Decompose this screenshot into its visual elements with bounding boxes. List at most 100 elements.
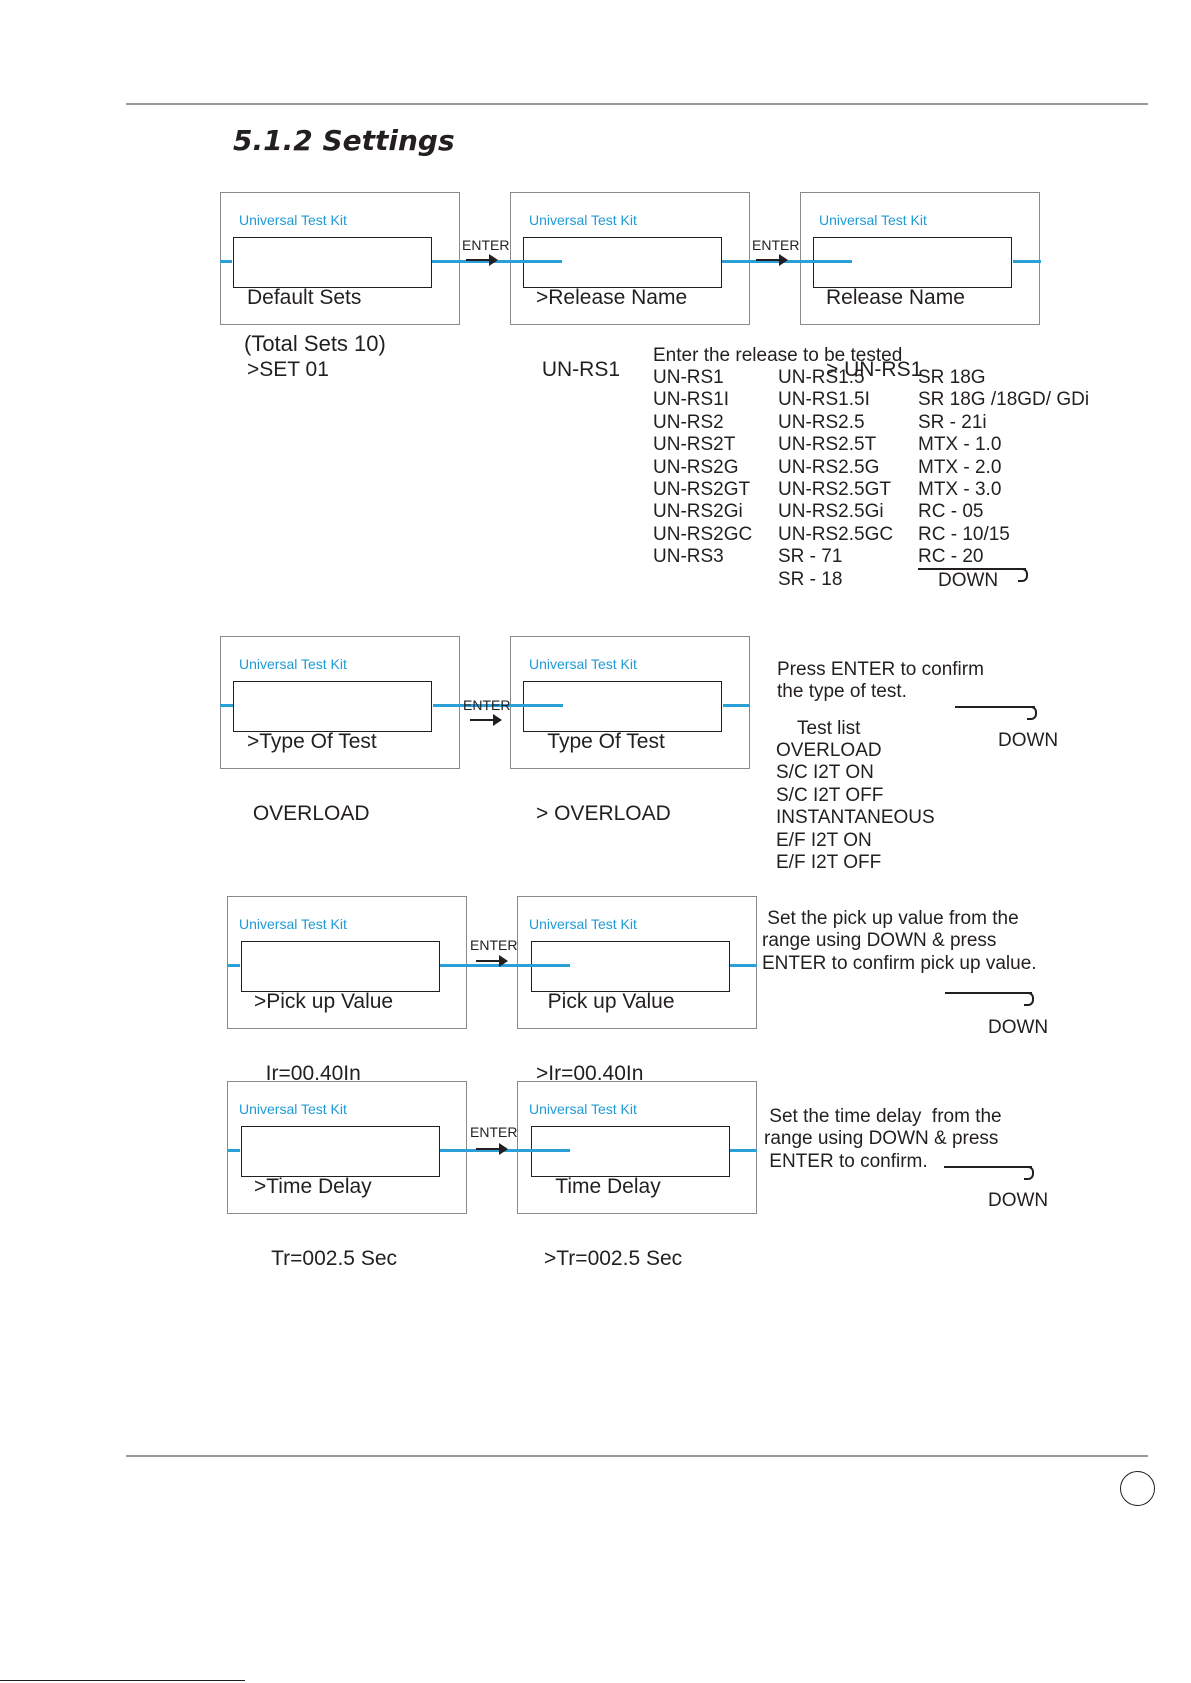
release-option: UN-RS2GT (653, 479, 751, 501)
release-option: UN-RS2GC (653, 523, 753, 545)
release-option: UN-RS1.5I (778, 389, 870, 411)
lcd-line-1: Pick up Value (536, 990, 675, 1013)
instruction-line: ENTER to confirm. (764, 1150, 928, 1172)
kit-label: Universal Test Kit (239, 212, 347, 228)
instruction-line: range using DOWN & press (762, 930, 997, 952)
screen-time-delay-confirm: Universal Test Kit Time Delay >Tr=002.5 … (517, 1081, 757, 1270)
lcd-line-1: >Time Delay (254, 1175, 372, 1198)
release-option: UN-RS2T (653, 434, 736, 456)
connector-line (730, 1149, 757, 1152)
test-option: S/C I2T OFF (776, 784, 884, 806)
screen-release-name-select: Universal Test Kit >Release Name UN-RS1 (510, 192, 750, 381)
lcd-line-2: > OVERLOAD (536, 802, 671, 825)
screen-default-sets: Universal Test Kit Default Sets >SET 01 (220, 192, 460, 381)
test-option: OVERLOAD (776, 740, 882, 761)
connector-line (730, 964, 757, 967)
connector-line (433, 704, 563, 707)
connector-line (220, 704, 233, 707)
release-option: UN-RS2.5GT (778, 479, 891, 501)
lcd-line-2: >Ir=00.40In (536, 1062, 644, 1085)
enter-label: ENTER (470, 1124, 518, 1140)
lcd-line-1: Type Of Test (536, 730, 665, 753)
release-option: UN-RS1I (653, 389, 730, 411)
right-arrow-icon (476, 1143, 508, 1155)
lcd-display: >Release Name UN-RS1 (523, 237, 722, 381)
down-hook-icon (1024, 992, 1034, 1006)
enter-label: ENTER (470, 937, 518, 953)
instruction-line: Set the time delay from the (764, 1106, 1002, 1127)
connector-line (227, 964, 240, 967)
release-option: RC - 20 (918, 546, 984, 568)
release-option: SR - 18 (778, 568, 843, 590)
kit-label: Universal Test Kit (529, 916, 637, 932)
lcd-line-1: >Release Name (536, 286, 688, 309)
kit-label: Universal Test Kit (529, 656, 637, 672)
release-option: SR 18G (918, 367, 986, 388)
down-label: DOWN (988, 1017, 1049, 1038)
release-option: MTX - 1.0 (918, 434, 1002, 456)
release-option: UN-RS2.5GC (778, 523, 894, 545)
connector-line (723, 704, 750, 707)
lcd-line-2: > UN-RS1 (826, 358, 923, 381)
lcd-line-2: UN-RS1 (536, 358, 621, 381)
down-flow-line (944, 1166, 1032, 1168)
release-option: MTX - 2.0 (918, 456, 1002, 478)
lcd-line-2: Tr=002.5 Sec (254, 1247, 398, 1270)
connector-line (220, 260, 232, 263)
down-hook-icon (1027, 706, 1037, 720)
instruction-line: Press ENTER to confirm (777, 659, 984, 680)
screen-type-of-test-select: Universal Test Kit >Type Of Test OVERLOA… (220, 636, 460, 825)
down-hook-icon (1024, 1166, 1034, 1180)
release-option: RC - 05 (918, 501, 984, 523)
screen-pick-up-select: Universal Test Kit >Pick up Value Ir=00.… (227, 896, 467, 1085)
lcd-line-1: Default Sets (247, 286, 362, 309)
right-arrow-icon (476, 955, 508, 967)
down-hook-icon (1018, 568, 1028, 582)
footnote-rule (0, 1680, 245, 1681)
lcd-line-2: Ir=00.40In (254, 1062, 361, 1085)
down-label: DOWN (988, 1190, 1049, 1211)
right-arrow-icon (470, 714, 502, 726)
test-option: E/F I2T ON (776, 829, 872, 851)
instruction-line: ENTER to confirm pick up value. (762, 952, 1037, 974)
section-heading: 5.1.2 Settings (233, 124, 455, 157)
release-option: UN-RS2.5 (778, 411, 865, 433)
test-option: INSTANTANEOUS (776, 807, 935, 829)
instruction-line: Set the pick up value from the (762, 908, 1019, 929)
lcd-display: >Time Delay Tr=002.5 Sec (241, 1126, 440, 1270)
enter-label: ENTER (462, 237, 510, 253)
down-flow-line (955, 706, 1035, 708)
release-option: MTX - 3.0 (918, 479, 1002, 501)
lcd-display: >Type Of Test OVERLOAD (233, 681, 432, 825)
test-option: S/C I2T ON (776, 762, 874, 784)
release-option: UN-RS1 (653, 367, 724, 388)
page-number-circle (1120, 1471, 1155, 1506)
connector-line (1013, 260, 1041, 263)
release-prompt: Enter the release to be tested (653, 345, 903, 366)
down-label: DOWN (998, 730, 1059, 751)
screen-time-delay-select: Universal Test Kit >Time Delay Tr=002.5 … (227, 1081, 467, 1270)
release-option: SR - 71 (778, 546, 843, 568)
lcd-line-1: Release Name (826, 286, 965, 309)
release-option: SR 18G /18GD/ GDi (918, 389, 1090, 411)
down-flow-line (918, 568, 1026, 570)
down-label: DOWN (938, 570, 999, 591)
release-option: UN-RS2G (653, 456, 739, 478)
release-option: SR - 21i (918, 411, 987, 433)
lcd-display: Time Delay >Tr=002.5 Sec (531, 1126, 730, 1270)
lcd-line-2: >Tr=002.5 Sec (544, 1247, 683, 1270)
down-flow-line (945, 992, 1032, 994)
lcd-display: Pick up Value >Ir=00.40In (531, 941, 730, 1085)
release-option: UN-RS2 (653, 411, 724, 433)
total-sets-note: (Total Sets 10) (244, 331, 386, 356)
enter-label: ENTER (463, 697, 511, 713)
lcd-line-1: >Type Of Test (247, 730, 377, 753)
screen-release-name-confirm: Universal Test Kit Release Name > UN-RS1 (800, 192, 1040, 381)
lcd-line-1: Time Delay (544, 1175, 661, 1198)
